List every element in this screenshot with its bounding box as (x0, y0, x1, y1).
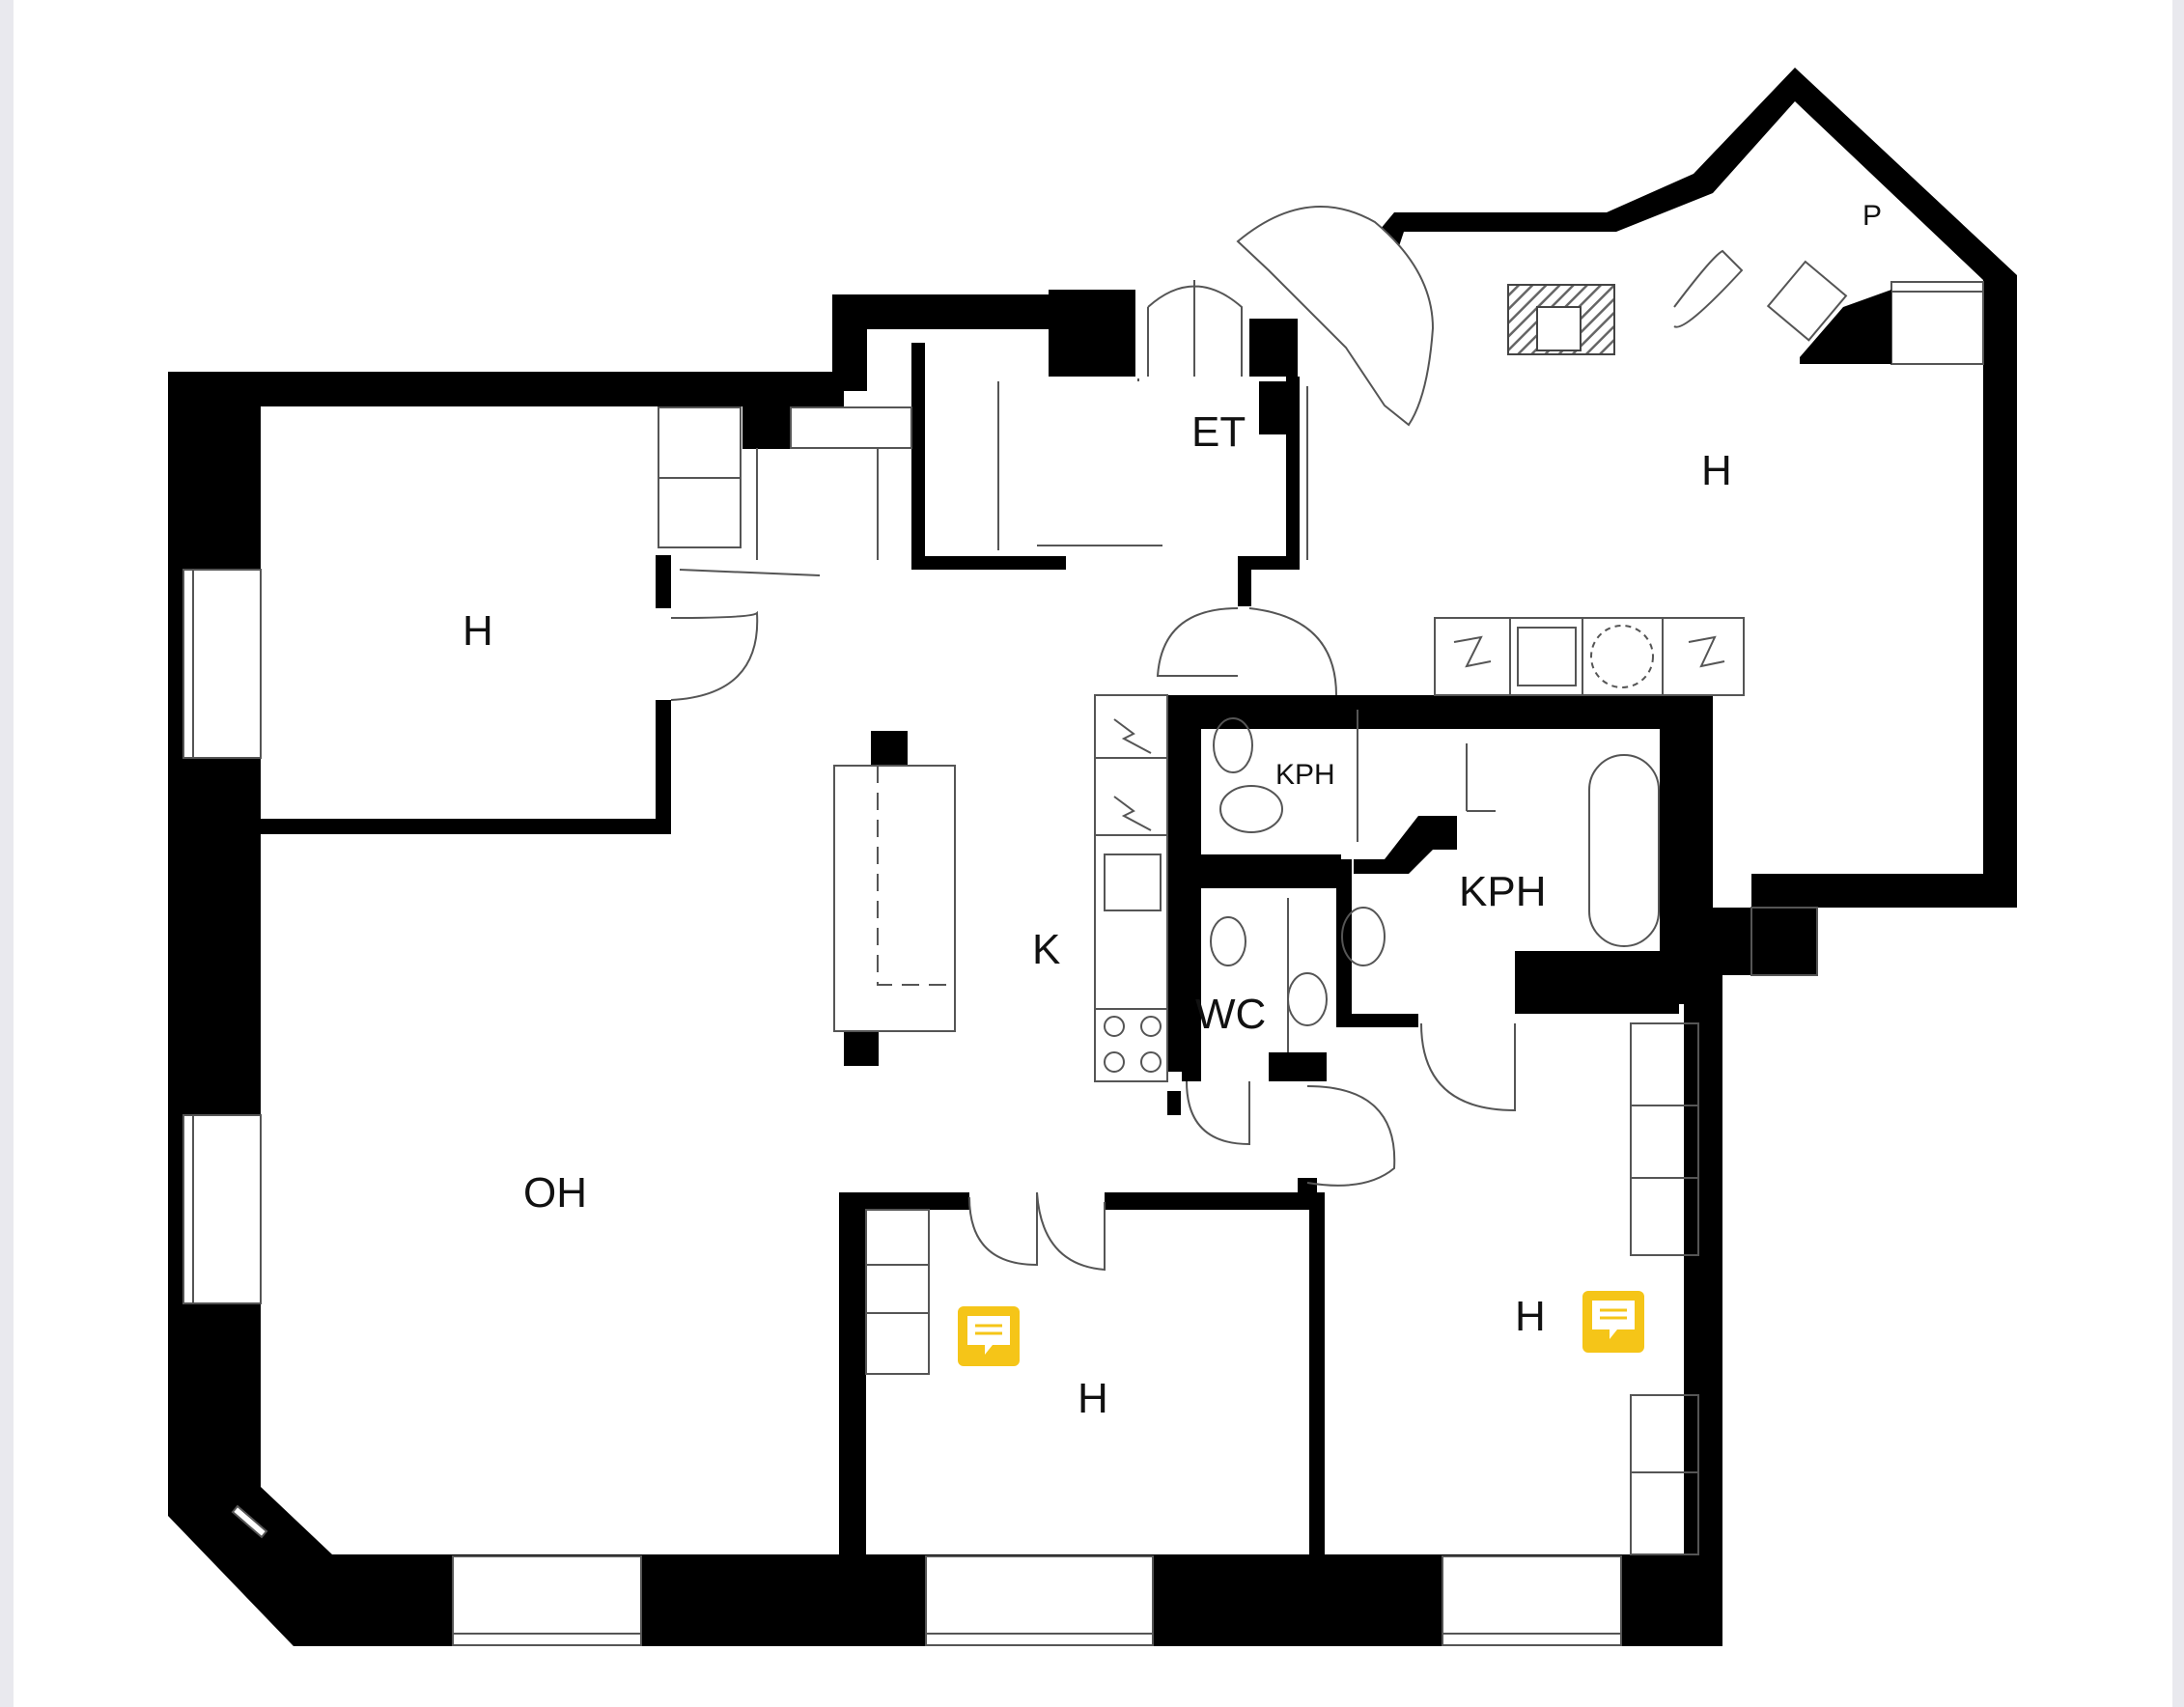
room-label-h-se: H (1515, 1293, 1546, 1340)
room-label-h-nw: H (462, 607, 493, 655)
room-label-et: ET (1191, 408, 1246, 456)
interior-walls (261, 290, 1891, 1559)
comment-note-2[interactable] (1582, 1291, 1644, 1353)
chimney (1507, 284, 1615, 355)
room-label-kph-large: KPH (1459, 868, 1546, 915)
comment-note-1[interactable] (958, 1306, 1020, 1366)
room-labels: ET H H P K KPH KPH WC OH H H (462, 200, 1882, 1422)
floor-plan: ET H H P K KPH KPH WC OH H H (168, 68, 2017, 1646)
room-label-p: P (1862, 200, 1882, 232)
room-label-wc: WC (1195, 991, 1266, 1038)
room-label-h-ne: H (1701, 447, 1732, 494)
floor-plan-sheet: ET H H P K KPH KPH WC OH H H (14, 0, 2172, 1707)
room-label-kph-small: KPH (1275, 759, 1335, 791)
room-label-oh: OH (523, 1169, 587, 1217)
room-label-k: K (1032, 926, 1060, 973)
doors (670, 206, 1848, 1272)
windows (182, 281, 1984, 1646)
fixtures (658, 378, 1818, 1555)
room-label-h-s: H (1078, 1375, 1108, 1422)
